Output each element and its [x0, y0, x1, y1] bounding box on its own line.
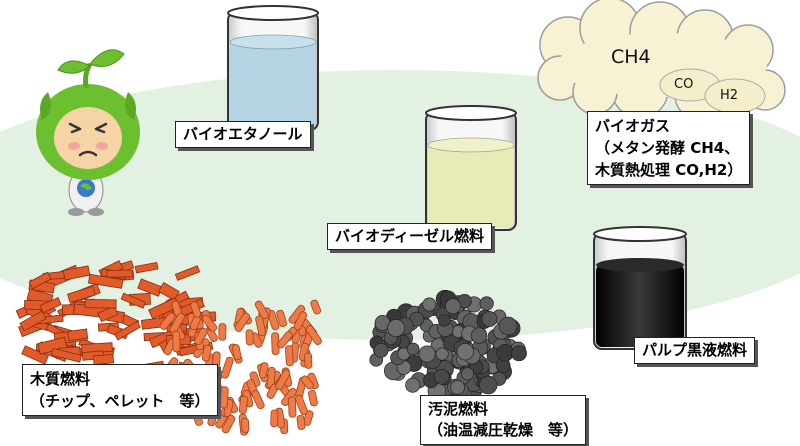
wood-label: 木質燃料 （チップ、ペレット 等）	[22, 364, 218, 416]
sludge-line1: （油温減圧乾燥 等）	[428, 421, 579, 439]
cloud-ch4-text: CH4	[611, 46, 651, 68]
pulp-label-text: パルプ黒液燃料	[642, 341, 748, 359]
sludge-pellets-icon	[369, 289, 527, 400]
biodiesel-label: バイオディーゼル燃料	[327, 223, 492, 250]
pulp-beaker-icon	[593, 226, 687, 350]
bioethanol-label-text: バイオエタノール	[183, 125, 303, 143]
biodiesel-beaker-icon	[425, 105, 517, 231]
cloud-co-text: CO	[674, 77, 694, 92]
wood-line1: （チップ、ペレット 等）	[30, 392, 210, 410]
gas-cloud-icon	[537, 0, 786, 121]
wood-title: 木質燃料	[30, 370, 91, 388]
biogas-label: バイオガス （メタン発酵 CH4、 木質熱処理 CO,H2）	[587, 111, 751, 185]
bioethanol-label: バイオエタノール	[175, 121, 311, 148]
bioethanol-beaker-icon	[227, 5, 319, 131]
sludge-title: 汚泥燃料	[428, 400, 489, 418]
biogas-line1: （メタン発酵 CH4、	[595, 139, 740, 157]
cloud-h2-text: H2	[720, 88, 739, 103]
biodiesel-label-text: バイオディーゼル燃料	[335, 227, 484, 245]
pulp-label: パルプ黒液燃料	[634, 337, 756, 364]
biogas-line2: 木質熱処理 CO,H2）	[595, 161, 743, 179]
worried-sprout-mascot-icon	[36, 49, 140, 216]
biogas-title: バイオガス	[595, 117, 671, 135]
sludge-label: 汚泥燃料 （油温減圧乾燥 等）	[420, 395, 587, 445]
